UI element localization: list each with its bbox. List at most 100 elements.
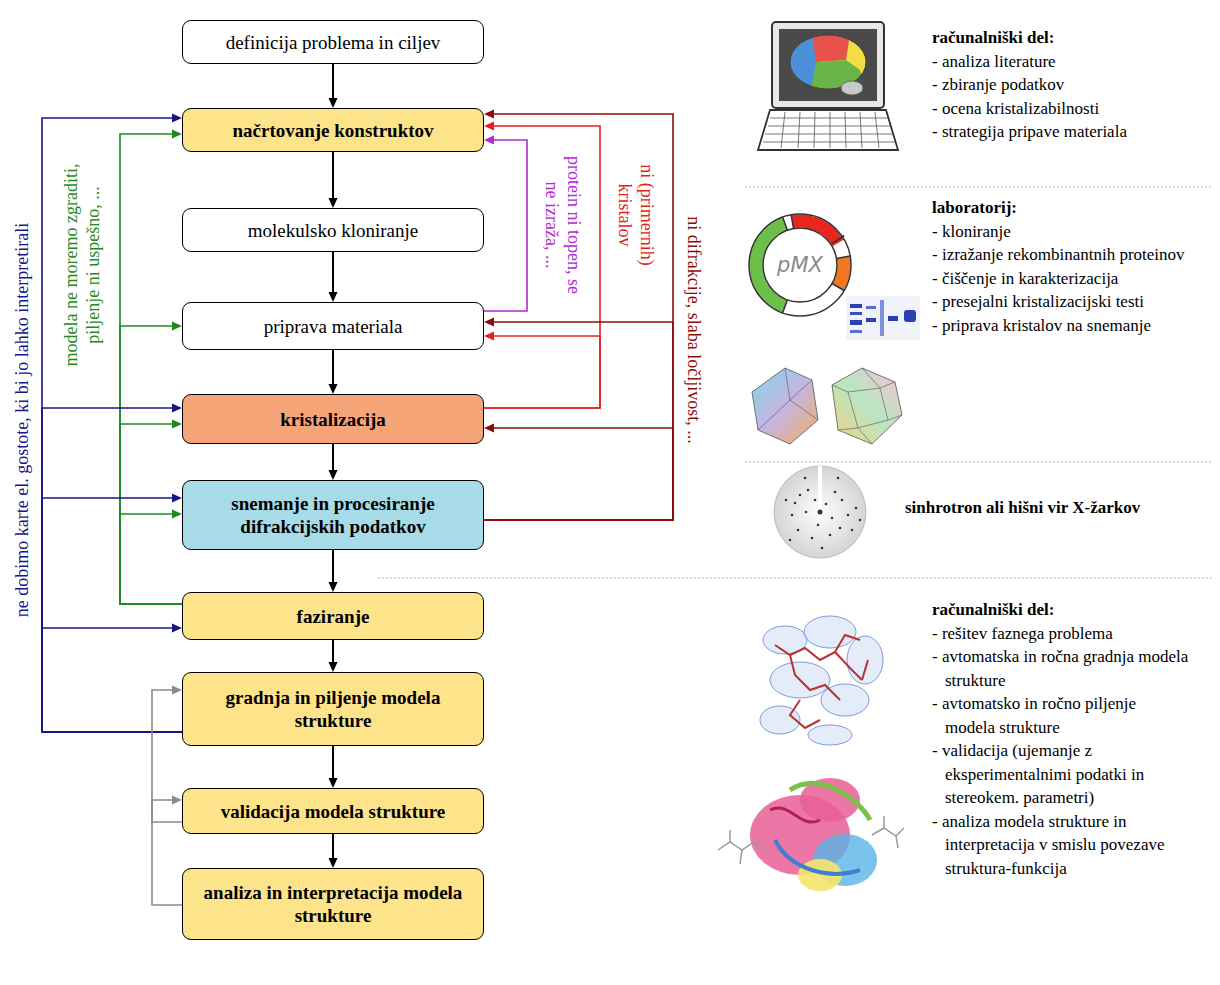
section-heading: računalniški del: (932, 598, 1190, 622)
connector-line (42, 408, 182, 732)
separator (378, 577, 1212, 578)
connector-line (332, 350, 334, 385)
text-block: laboratorij:- kloniranje- izražanje reko… (932, 196, 1190, 337)
edge-label: ni difrakcije, slaba ločljivost, ... (683, 165, 705, 495)
process-box: načrtovanje konstruktov (182, 108, 484, 152)
box-text: gradnja in piljenje modela strukture (223, 686, 443, 732)
list-item: - strategija pripave materiala (932, 120, 1190, 144)
process-box: snemanje in procesiranje difrakcijskih p… (182, 480, 484, 550)
connector (329, 444, 338, 480)
connector-line (152, 690, 182, 822)
diffraction-image (774, 466, 866, 558)
arrowhead (172, 322, 182, 331)
connector (329, 746, 338, 788)
arrowhead (172, 494, 182, 503)
list-item: - avtomatska in ročna gradnja modela str… (932, 645, 1190, 692)
arrowhead (172, 510, 182, 519)
connector-line (332, 834, 334, 859)
section-heading: laboratorij: (932, 196, 1190, 220)
connector (120, 130, 182, 605)
connector-line (332, 64, 334, 99)
arrowhead (484, 122, 494, 131)
connector (329, 834, 338, 868)
list-item: - rešitev faznega problema (932, 622, 1190, 646)
connector (42, 624, 182, 733)
arrowhead (329, 858, 338, 868)
box-text: definicija problema in ciljev (226, 31, 441, 54)
box-text: faziranje (297, 605, 370, 628)
list-item: - izražanje rekombinantnih proteinov (932, 243, 1190, 267)
connector (120, 510, 182, 605)
arrowhead (329, 292, 338, 302)
box-text: kristalizacija (280, 408, 386, 431)
arrowhead (172, 796, 182, 805)
arrowhead (484, 424, 494, 433)
box-text: načrtovanje konstruktov (232, 119, 433, 142)
list-item: - zbiranje podatkov (932, 73, 1190, 97)
connector (484, 318, 673, 521)
arrowhead (484, 332, 494, 341)
box-text: molekulsko kloniranje (248, 219, 418, 242)
connector (329, 152, 338, 208)
connector-line (332, 640, 334, 663)
connector-line (42, 628, 182, 732)
connector-line (484, 336, 600, 408)
connector (120, 420, 182, 605)
connector-line (120, 326, 182, 604)
list-item: - presejalni kristalizacijski testi (932, 290, 1190, 314)
connector (329, 550, 338, 592)
laptop-icon (758, 22, 898, 150)
list-item: - čiščenje in karakterizacija (932, 267, 1190, 291)
connector (329, 640, 338, 672)
process-box: faziranje (182, 592, 484, 640)
crystal-images (752, 368, 902, 444)
connector-line (120, 514, 182, 604)
connector (329, 252, 338, 302)
process-box: priprava materiala (182, 302, 484, 350)
connector-line (484, 126, 600, 408)
arrowhead (329, 662, 338, 672)
connector (484, 424, 673, 521)
arrowhead (484, 136, 494, 145)
box-text: validacija modela strukture (221, 800, 445, 823)
list-item: - validacija (ujemanje z eksperimentalni… (932, 739, 1190, 810)
connector-line (484, 428, 673, 520)
arrowhead (172, 404, 182, 413)
edge-label: ne dobimo karte el. gostote, ki bi jo la… (11, 150, 33, 690)
connector-line (42, 118, 182, 732)
connector (120, 322, 182, 605)
connector-line (332, 444, 334, 471)
list-item: - analiza modela strukture in interpreta… (932, 810, 1190, 881)
connector-line (484, 140, 527, 311)
arrowhead (172, 624, 182, 633)
box-text: priprava materiala (264, 315, 403, 338)
connector-line (332, 550, 334, 583)
connector-line (332, 152, 334, 199)
connector-line (332, 746, 334, 779)
edge-label: modela ne moremo zgraditi, piljenje ni u… (60, 140, 104, 390)
arrowhead (329, 778, 338, 788)
arrowhead (484, 318, 494, 327)
protein-cartoon (718, 778, 904, 891)
arrowhead (172, 114, 182, 123)
connector-line (42, 498, 182, 732)
arrowhead (484, 110, 494, 119)
edge-label: protein ni topen, se ne izraža, ... (541, 150, 585, 300)
process-box: gradnja in piljenje modela strukture (182, 672, 484, 746)
edge-label: ni (primernih) kristalov (614, 150, 658, 280)
arrowhead (329, 470, 338, 480)
connector (42, 494, 182, 733)
connector (42, 114, 182, 733)
process-box: analiza in interpretacija modela struktu… (182, 868, 484, 940)
plasmid-label: pMX (777, 253, 823, 277)
arrowhead (329, 98, 338, 108)
arrowhead (172, 686, 182, 695)
connector (484, 332, 600, 409)
section-heading: računalniški del: (932, 26, 1190, 50)
connector-line (484, 322, 673, 520)
arrowhead (329, 198, 338, 208)
text-block: sinhrotron ali hišni vir X-žarkov (905, 496, 1210, 520)
section-heading: sinhrotron ali hišni vir X-žarkov (905, 496, 1210, 520)
density-map-image (760, 616, 883, 745)
text-block: računalniški del:- analiza literature- z… (932, 26, 1190, 144)
